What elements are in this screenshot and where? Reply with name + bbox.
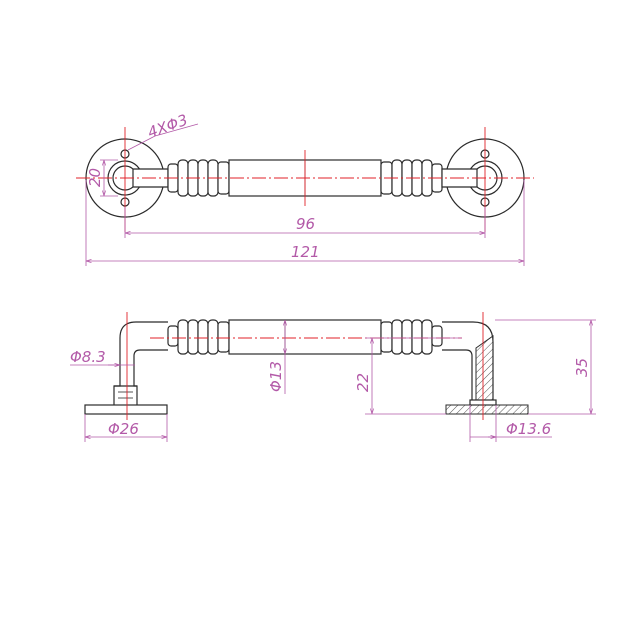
dim-flange-height: 20 [86,159,118,197]
dim-height-to-axis: 22 [354,337,462,415]
right-base-plate [445,404,529,415]
dim-post-diameter: Φ8.3 [70,348,135,366]
post-diameter-text: Φ8.3 [70,348,106,366]
height-to-axis-text: 22 [354,373,372,392]
dim-hole-spacing: 96 [124,207,486,238]
dim-overall-length: 121 [85,180,525,266]
hole-callout-text: 4XΦ3 [145,111,190,142]
overall-length-text: 121 [291,243,320,261]
left-base-plate [84,404,168,415]
dim-boss-diameter: Φ13.6 [469,405,552,442]
section-hatch [475,335,494,401]
base-diameter-text: Φ26 [108,420,139,438]
dim-overall-height: 35 [495,319,596,415]
flange-height-text: 20 [86,168,104,187]
top-view: 4XΦ3 20 96 121 [76,111,534,266]
side-view: Φ8.3 Φ13 22 35 Φ26 [70,312,596,442]
dim-base-diameter: Φ26 [84,414,168,442]
boss-diameter-text: Φ13.6 [506,420,551,438]
bar-diameter-text: Φ13 [267,361,285,392]
hole-spacing-text: 96 [296,215,315,233]
overall-height-text: 35 [573,358,591,377]
dim-hole-callout: 4XΦ3 [127,111,199,151]
dim-bar-diameter: Φ13 [267,320,285,394]
